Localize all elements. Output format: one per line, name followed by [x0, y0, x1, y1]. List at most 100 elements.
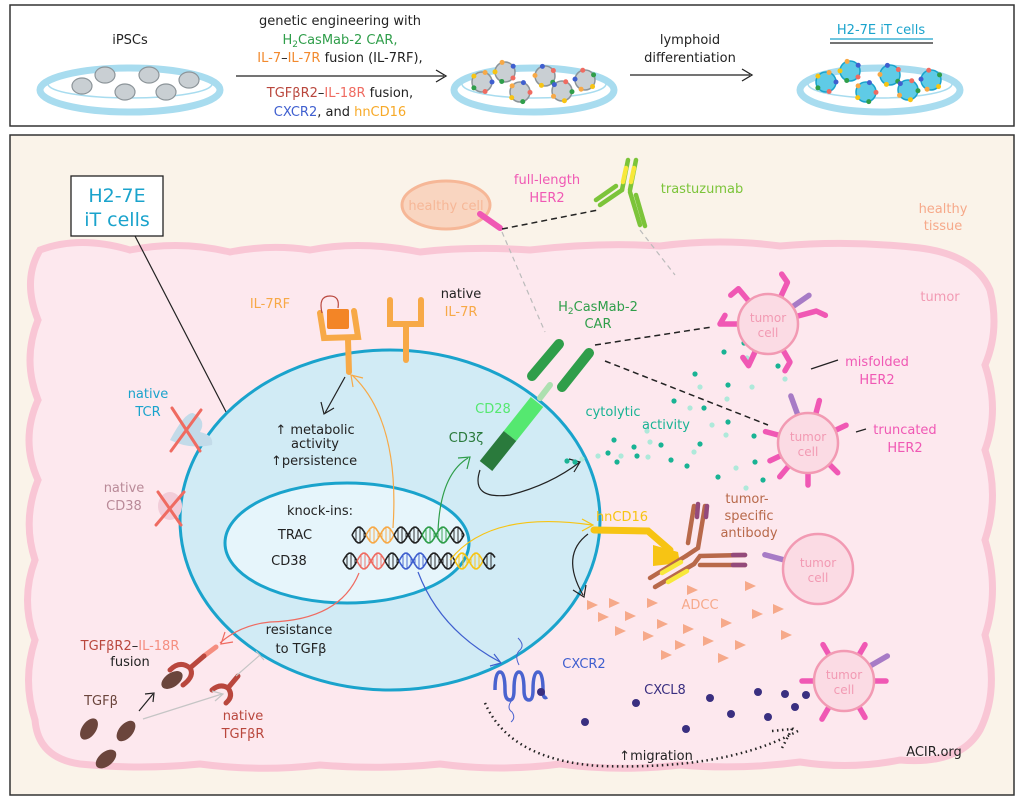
adcc-granule	[781, 630, 792, 640]
trastuzumab-tumor-grey-dash	[639, 229, 676, 276]
granule	[611, 437, 617, 443]
her2-car-grey-dash	[501, 231, 546, 333]
callout-box	[70, 175, 164, 237]
hncd16-receptor	[590, 526, 680, 566]
cxcl8-molecule	[754, 688, 762, 696]
adcc-granule	[683, 624, 694, 634]
tgfb-to-native-arrow	[142, 690, 225, 720]
tumor-antibody-line1: tumor-	[725, 492, 768, 507]
car-receptor	[527, 339, 594, 401]
trastuzumab-label: trastuzumab	[661, 182, 743, 197]
tumor-cell-label: tumor	[800, 556, 836, 570]
hncd16-activation-arrowhead	[572, 584, 587, 598]
differentiation-arrow	[630, 68, 754, 82]
il7-fused-cytokine	[327, 309, 349, 329]
granule	[782, 376, 788, 382]
healthy-cell	[400, 179, 492, 231]
tumor-antibody-line3: antibody	[720, 526, 777, 541]
engineering-line4: TGFβR2–IL-18R fusion,	[266, 86, 413, 101]
tumor-cell-label: cell	[758, 326, 779, 340]
her2-receptor	[856, 641, 868, 658]
adcc-granule	[598, 612, 609, 622]
cd38-to-cxcr2-arrow	[417, 571, 501, 663]
engineered-cell	[897, 78, 921, 103]
adcc-granule	[647, 598, 658, 608]
her2-receptor	[728, 286, 752, 304]
adcc-granule	[625, 611, 636, 621]
her2-receptor	[740, 348, 759, 369]
ipscs-label: iPSCs	[112, 33, 148, 48]
cd38-label: CD38	[271, 554, 307, 569]
tumor-cell-label: cell	[834, 683, 855, 697]
engineered-cell	[877, 62, 901, 87]
granule	[595, 453, 601, 459]
il7rf-label: IL-7RF	[250, 297, 290, 312]
migration-arrowhead	[771, 727, 795, 749]
dna-segment	[365, 526, 395, 544]
dna-segment	[342, 552, 358, 570]
native-tcr-knockout-x-icon	[169, 406, 203, 453]
cd28-domain	[503, 397, 544, 441]
native-il7r-line2: IL-7R	[445, 305, 478, 320]
granule	[724, 396, 730, 402]
her2-receptor	[776, 463, 792, 480]
engineered-cell	[492, 59, 516, 84]
car-line2: CAR	[584, 317, 611, 332]
dna-segment	[384, 552, 400, 570]
engineered-cell	[855, 80, 879, 105]
adcc-granule	[745, 581, 756, 591]
resistance-line2: to TGFβ	[276, 642, 327, 657]
credit-label: ACIR.org	[906, 745, 962, 760]
cxcl8-molecule	[682, 725, 690, 733]
product-label: H2-7E iT cells	[837, 23, 925, 38]
granule	[658, 442, 664, 448]
cytolytic-granules	[564, 340, 788, 491]
adcc-granule	[609, 598, 620, 608]
native-tcr-line2: TCR	[134, 405, 160, 420]
cxcr2-receptor	[493, 670, 549, 702]
il7rf-receptor	[317, 308, 362, 375]
cxcl8-molecule	[791, 703, 799, 711]
granule	[618, 453, 624, 459]
granule	[645, 454, 651, 460]
adcc-granule	[661, 650, 672, 660]
engineered-cell	[532, 63, 556, 88]
cd38-dna-helix	[342, 552, 496, 570]
cxcr2-tail	[516, 637, 523, 666]
her2-receptor	[826, 461, 841, 476]
cd38-to-tgf-fusion-arrowhead	[220, 631, 234, 645]
cxcl8-molecule	[537, 688, 545, 696]
her2-receptor	[780, 347, 793, 374]
adcc-granule	[773, 604, 784, 614]
cxcl8-molecule	[727, 710, 735, 718]
il7rf-signal-arrow	[324, 376, 346, 414]
resistance-line1: resistance	[266, 623, 333, 638]
adcc-granule	[752, 609, 763, 619]
engineered-cell	[918, 67, 943, 92]
cxcl8-label: CXCL8	[644, 683, 686, 698]
tgfb-label: TGFβ	[83, 694, 118, 709]
misfolded-her2-line2: HER2	[859, 373, 894, 388]
cd38-to-hncd16-arrowhead	[581, 518, 595, 532]
granule	[697, 441, 703, 447]
native-cd38-line1: native	[104, 481, 145, 496]
her2-receptor	[856, 704, 868, 721]
tumor-antigen	[789, 292, 812, 310]
granule	[634, 453, 640, 459]
native-tgfbr-line2: TGFβR	[221, 727, 265, 742]
granule	[564, 458, 570, 464]
granule	[631, 444, 637, 450]
native-cd38-knockout-x-icon	[154, 490, 186, 527]
native-tgfbr-receptor	[209, 673, 241, 706]
her2-receptor	[767, 452, 784, 464]
granule	[751, 433, 757, 439]
granule	[723, 432, 729, 438]
granule	[671, 398, 677, 404]
tumor-antibody-line2: specific	[724, 509, 773, 524]
metabolic-line3: ↑persistence	[271, 454, 357, 469]
car-activation-arrowhead	[568, 458, 581, 473]
adcc-granule	[687, 585, 698, 595]
tgfb-to-fusion-arrow	[138, 692, 155, 712]
